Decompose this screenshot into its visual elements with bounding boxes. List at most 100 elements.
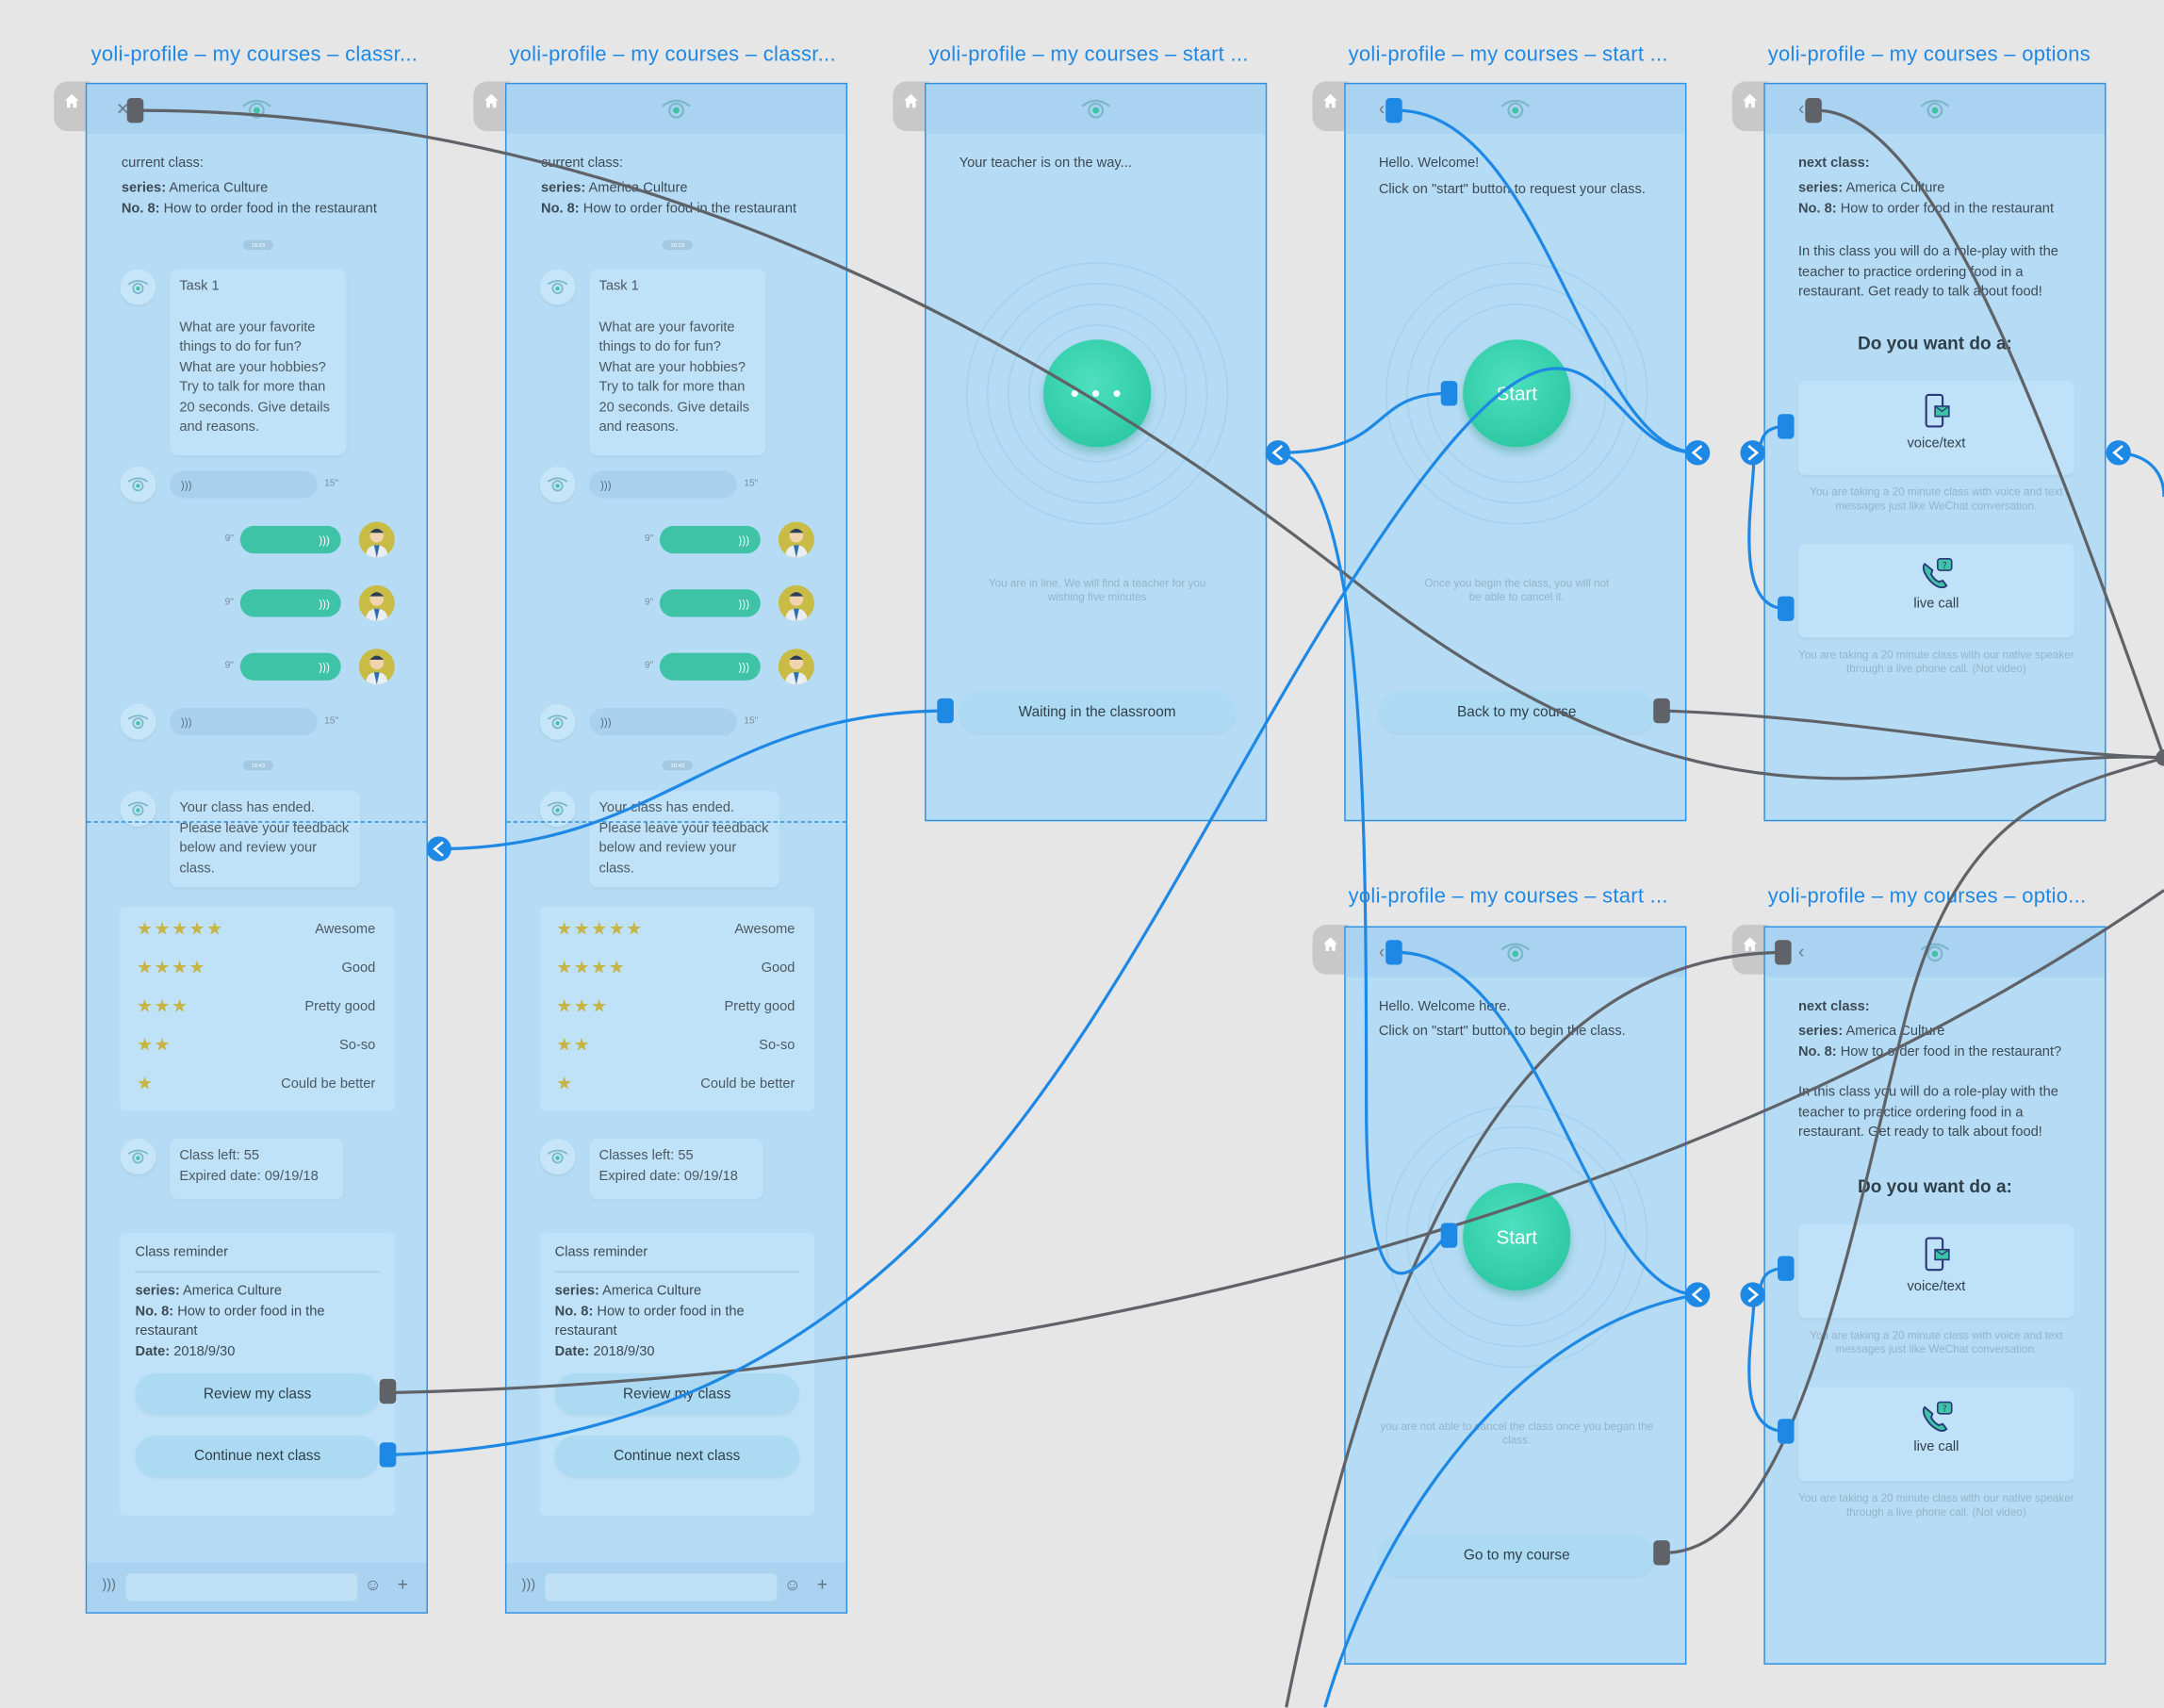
rating-option[interactable]: ★★★★★Awesome: [556, 917, 795, 939]
back-icon[interactable]: ‹: [1797, 97, 1805, 119]
artboard-start-begin[interactable]: ‹ Hello. Welcome here. Click on "start" …: [1344, 926, 1687, 1665]
svg-text:?: ?: [1943, 561, 1947, 571]
class-ended-bubble: Your class has ended. Please leave your …: [589, 791, 780, 888]
top-bar: [926, 84, 1266, 135]
artboard-classroom-1[interactable]: ✕ current class: series: America Culture…: [85, 82, 428, 1614]
home-icon[interactable]: [893, 81, 929, 132]
voice-text-label: voice/text: [1907, 1279, 1966, 1295]
voice-input-icon[interactable]: ))): [102, 1577, 117, 1593]
continue-next-class-button[interactable]: Continue next class: [135, 1435, 380, 1477]
rating-option[interactable]: ★★★Pretty good: [556, 994, 795, 1016]
voice-text-option[interactable]: voice/text: [1797, 381, 2074, 475]
voice-text-option[interactable]: voice/text: [1797, 1224, 2074, 1319]
voice-duration: 15": [324, 715, 339, 727]
svg-text:?: ?: [1943, 1404, 1947, 1415]
artboard-title-classroom-1[interactable]: yoli-profile – my courses – classr...: [90, 42, 418, 67]
artboard-title-options-2[interactable]: yoli-profile – my courses – optio...: [1767, 884, 2087, 909]
voice-message-user[interactable]: ))): [659, 589, 761, 617]
live-call-label: live call: [1913, 1439, 1959, 1455]
back-to-my-course-button[interactable]: Back to my course: [1378, 691, 1655, 733]
voice-duration: 9": [644, 598, 654, 608]
top-bar: ‹: [1345, 84, 1685, 135]
voice-message-bot[interactable]: ))): [589, 470, 737, 499]
voice-message-user[interactable]: ))): [659, 525, 761, 554]
review-my-class-button[interactable]: Review my class: [135, 1372, 380, 1415]
voice-input-icon[interactable]: ))): [521, 1577, 536, 1593]
live-call-description: You are taking a 20 minute class with ou…: [1798, 1491, 2074, 1519]
artboard-title-options[interactable]: yoli-profile – my courses – options: [1767, 42, 2091, 67]
reminder-details: series: America Culture No. 8: How to or…: [554, 1283, 745, 1359]
artboard-title-start-request[interactable]: yoli-profile – my courses – start ...: [1348, 42, 1668, 67]
voice-duration: 9": [224, 534, 235, 544]
link-target-dot: [2156, 749, 2164, 766]
artboard-title-start-begin[interactable]: yoli-profile – my courses – start ...: [1348, 884, 1668, 909]
rating-option[interactable]: ★★So-so: [556, 1033, 795, 1055]
voice-message-user[interactable]: ))): [239, 589, 341, 617]
rating-option[interactable]: ★★★★Good: [136, 956, 376, 977]
rating-option[interactable]: ★Could be better: [556, 1072, 795, 1093]
bot-avatar: [120, 466, 156, 503]
artboard-title-start-waiting[interactable]: yoli-profile – my courses – start ...: [928, 42, 1249, 67]
user-avatar: [358, 649, 395, 685]
home-icon[interactable]: [54, 81, 90, 132]
back-icon[interactable]: ‹: [1378, 941, 1385, 962]
rating-option[interactable]: ★★So-so: [136, 1033, 376, 1055]
live-call-option[interactable]: ? live call: [1797, 543, 2074, 638]
artboard-options-2[interactable]: ‹ next class: series: America Culture No…: [1763, 926, 2107, 1665]
rating-option[interactable]: ★★★Pretty good: [136, 994, 376, 1016]
scroll-fold-line: [87, 821, 427, 823]
artboard-classroom-2[interactable]: current class: series: America Culture N…: [504, 82, 848, 1614]
back-icon[interactable]: ‹: [1797, 941, 1805, 962]
chat-input[interactable]: [125, 1573, 358, 1601]
voice-duration: 15": [744, 479, 759, 489]
class-ended-bubble: Your class has ended. Please leave your …: [170, 791, 361, 888]
user-avatar: [778, 584, 814, 621]
reminder-title: Class reminder: [554, 1244, 648, 1260]
rating-option[interactable]: ★★★★Good: [556, 956, 795, 977]
voice-message-bot[interactable]: ))): [170, 470, 318, 499]
plus-icon[interactable]: +: [816, 1573, 828, 1595]
plus-icon[interactable]: +: [397, 1573, 408, 1595]
home-icon[interactable]: [1731, 925, 1768, 975]
back-icon[interactable]: ‹: [1378, 97, 1385, 119]
next-class-label: next class:: [1797, 156, 1870, 172]
close-icon[interactable]: ✕: [116, 99, 130, 119]
waiting-in-classroom-button[interactable]: Waiting in the classroom: [959, 691, 1236, 733]
task-title: Task 1: [179, 278, 220, 294]
emoji-icon[interactable]: ☺: [364, 1574, 382, 1595]
artboard-options[interactable]: ‹ next class: series: America Culture No…: [1763, 82, 2107, 822]
cancel-note: Once you begin the class, you will not b…: [1424, 577, 1610, 603]
emoji-icon[interactable]: ☺: [783, 1574, 801, 1595]
live-call-option[interactable]: ? live call: [1797, 1387, 2074, 1482]
phone-message-icon: [1925, 1237, 1950, 1272]
link-options-right: [2118, 451, 2164, 498]
start-button[interactable]: Start: [1463, 1182, 1571, 1291]
home-icon[interactable]: [1312, 81, 1349, 132]
voice-message-bot[interactable]: ))): [589, 708, 737, 736]
home-icon[interactable]: [1312, 925, 1349, 975]
rating-option[interactable]: ★Could be better: [136, 1072, 376, 1093]
class-reminder-card: Class reminder series: America Culture N…: [120, 1232, 395, 1516]
voice-message-user[interactable]: ))): [239, 652, 341, 681]
rating-option[interactable]: ★★★★★Awesome: [136, 917, 376, 939]
chat-input-bar: ))) ☺ +: [506, 1562, 846, 1613]
link-target-arrow: [1740, 1282, 1765, 1307]
start-button[interactable]: Start: [1463, 339, 1571, 448]
home-icon[interactable]: [1731, 81, 1768, 132]
voice-message-bot[interactable]: ))): [170, 708, 318, 736]
top-bar: [506, 84, 846, 135]
continue-next-class-button[interactable]: Continue next class: [554, 1435, 799, 1477]
review-my-class-button[interactable]: Review my class: [554, 1372, 799, 1415]
timestamp: 16:43: [242, 760, 273, 771]
go-to-my-course-button[interactable]: Go to my course: [1378, 1535, 1655, 1577]
voice-message-user[interactable]: ))): [239, 525, 341, 554]
home-icon[interactable]: [473, 81, 510, 132]
voice-message-user[interactable]: ))): [659, 652, 761, 681]
artboard-start-waiting[interactable]: Your teacher is on the way... • • • You …: [925, 82, 1268, 822]
reminder-details: series: America Culture No. 8: How to or…: [135, 1283, 325, 1359]
artboard-start-request[interactable]: ‹ Hello. Welcome! Click on "start" butto…: [1344, 82, 1687, 822]
artboard-title-classroom-2[interactable]: yoli-profile – my courses – classr...: [509, 42, 836, 67]
chat-input[interactable]: [545, 1573, 778, 1601]
